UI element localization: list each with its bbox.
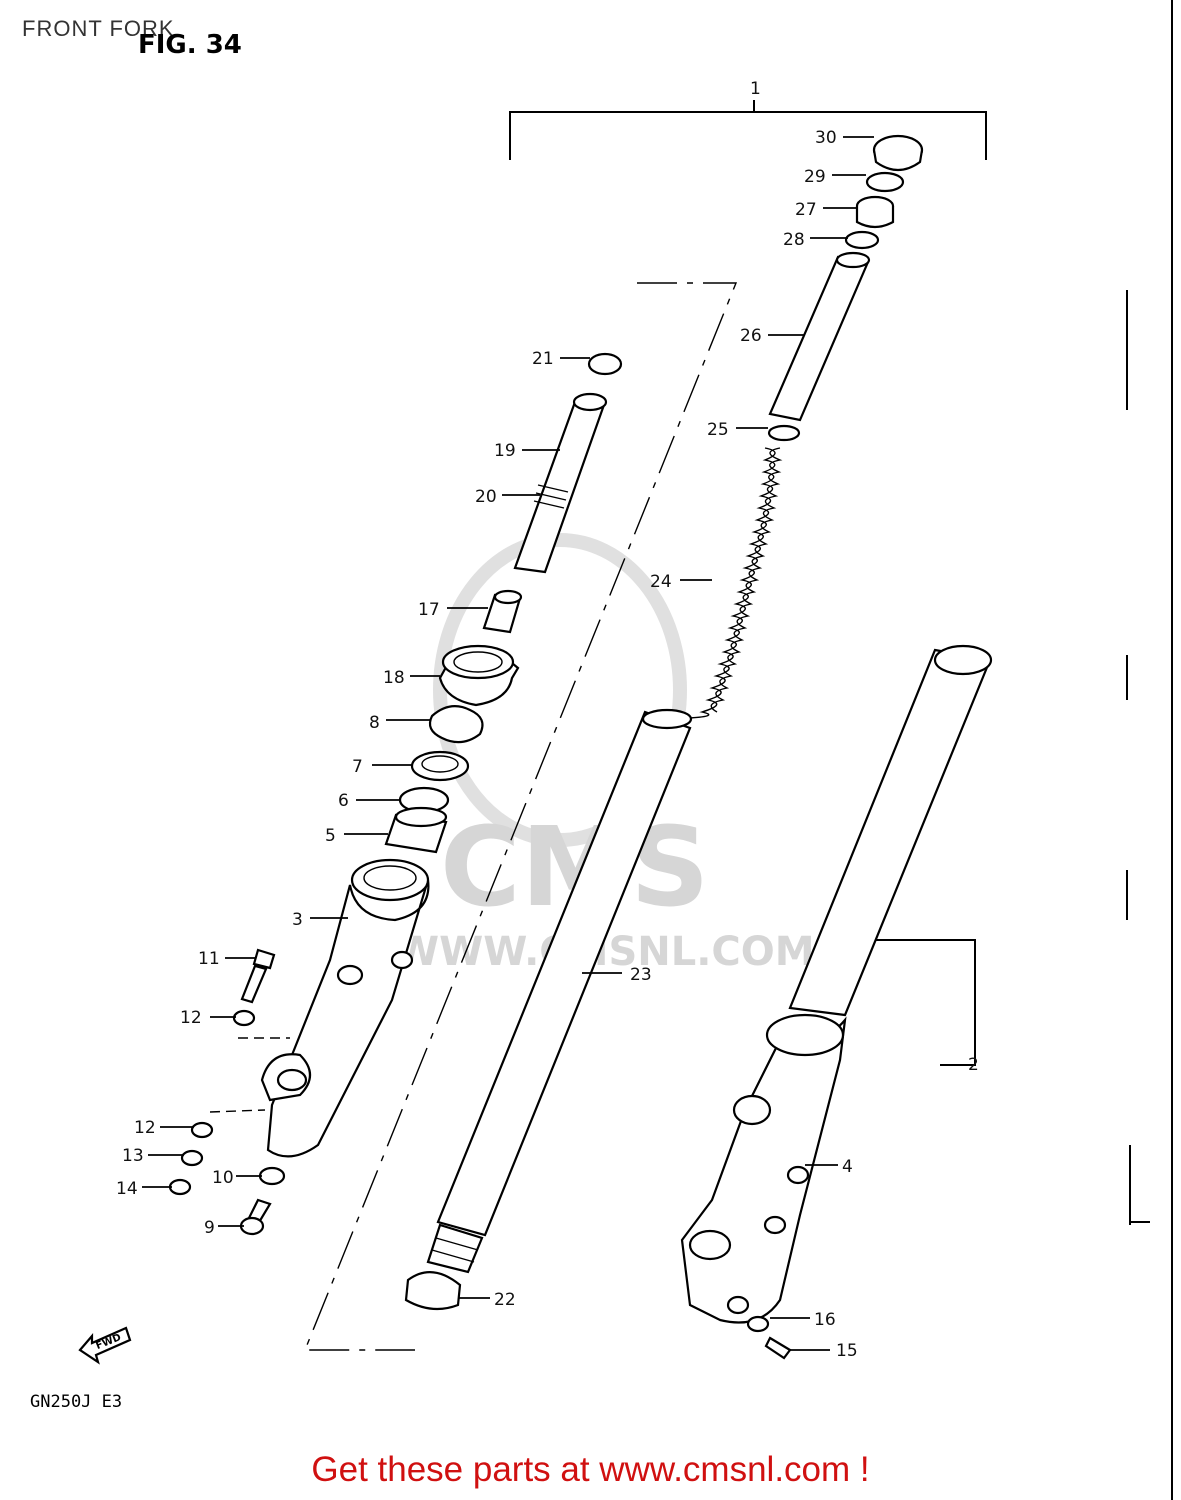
callout-10: 10 (212, 1168, 234, 1188)
damper-ring-20 (533, 484, 569, 509)
callout-3: 3 (292, 910, 303, 930)
bolt-11 (240, 948, 276, 1004)
callout-12-upper: 12 (180, 1008, 202, 1028)
washer-10 (258, 1166, 286, 1186)
callout-23: 23 (630, 965, 652, 985)
o-ring-28 (844, 230, 880, 250)
callout-29: 29 (804, 167, 826, 187)
dashed-guide-12 (209, 1037, 290, 1113)
callout-30: 30 (815, 128, 837, 148)
callout-6: 6 (338, 791, 349, 811)
assembly-2-bracket (875, 939, 976, 1066)
outer-tube-4 (680, 644, 993, 1324)
callout-25: 25 (707, 420, 729, 440)
assembly-1-bracket (509, 100, 987, 160)
callout-4: 4 (842, 1157, 853, 1177)
inner-tube-dashed-outline (303, 282, 738, 1351)
fork-spring-24 (689, 447, 783, 719)
leader-lines (142, 136, 874, 1351)
page-title: FRONT FORK (22, 16, 175, 41)
callout-17: 17 (418, 600, 440, 620)
bolt-15 (764, 1336, 792, 1360)
callout-1: 1 (750, 79, 761, 99)
spacer-tube-26 (768, 251, 871, 422)
cms-watermark: CMS WWW.CMSNL.COM (395, 533, 815, 975)
page-edge-marks (1126, 0, 1173, 1500)
model-code: GN250J E3 (30, 1392, 123, 1412)
callout-7: 7 (352, 757, 363, 777)
callout-21: 21 (532, 349, 554, 369)
outer-tube-3 (260, 858, 430, 1158)
washer-12-lower (190, 1121, 214, 1139)
callout-2: 2 (968, 1055, 979, 1075)
callout-5: 5 (325, 826, 336, 846)
oil-seal-7 (410, 750, 470, 782)
callout-19: 19 (494, 441, 516, 461)
callout-24: 24 (650, 572, 672, 592)
callout-18: 18 (383, 668, 405, 688)
washer-25 (767, 424, 801, 442)
nut-14 (168, 1178, 192, 1196)
spring-seat-27 (855, 195, 895, 229)
washer-16 (746, 1315, 770, 1333)
callout-12-lower: 12 (134, 1118, 156, 1138)
guide-bushing-5 (384, 806, 448, 854)
callout-28: 28 (783, 230, 805, 250)
nut-13 (180, 1149, 204, 1167)
dust-seal-18 (438, 644, 520, 707)
slide-bushing-22 (404, 1223, 484, 1311)
callout-26: 26 (740, 326, 762, 346)
callout-14: 14 (116, 1179, 138, 1199)
cta-link[interactable]: Get these parts at www.cmsnl.com ! (311, 1450, 870, 1489)
oil-lock-piece-17 (482, 589, 523, 634)
callout-9: 9 (204, 1218, 215, 1238)
o-ring-29 (865, 171, 905, 193)
callout-16: 16 (814, 1310, 836, 1330)
bolt-9 (239, 1198, 272, 1236)
cap-bolt-30 (872, 134, 924, 172)
callout-11: 11 (198, 949, 220, 969)
damper-rod-19 (513, 392, 608, 574)
fwd-arrow-icon: FWD (78, 1326, 132, 1365)
inner-tube-23 (436, 708, 693, 1237)
circlip-8 (428, 705, 484, 744)
callout-13: 13 (122, 1146, 144, 1166)
callout-20: 20 (475, 487, 497, 507)
callout-27: 27 (795, 200, 817, 220)
figure-label: FIG. 34 (138, 30, 242, 60)
callout-8: 8 (369, 713, 380, 733)
callout-22: 22 (494, 1290, 516, 1310)
washer-12-upper (232, 1009, 256, 1027)
callout-15: 15 (836, 1341, 858, 1361)
seal-21 (587, 352, 623, 376)
